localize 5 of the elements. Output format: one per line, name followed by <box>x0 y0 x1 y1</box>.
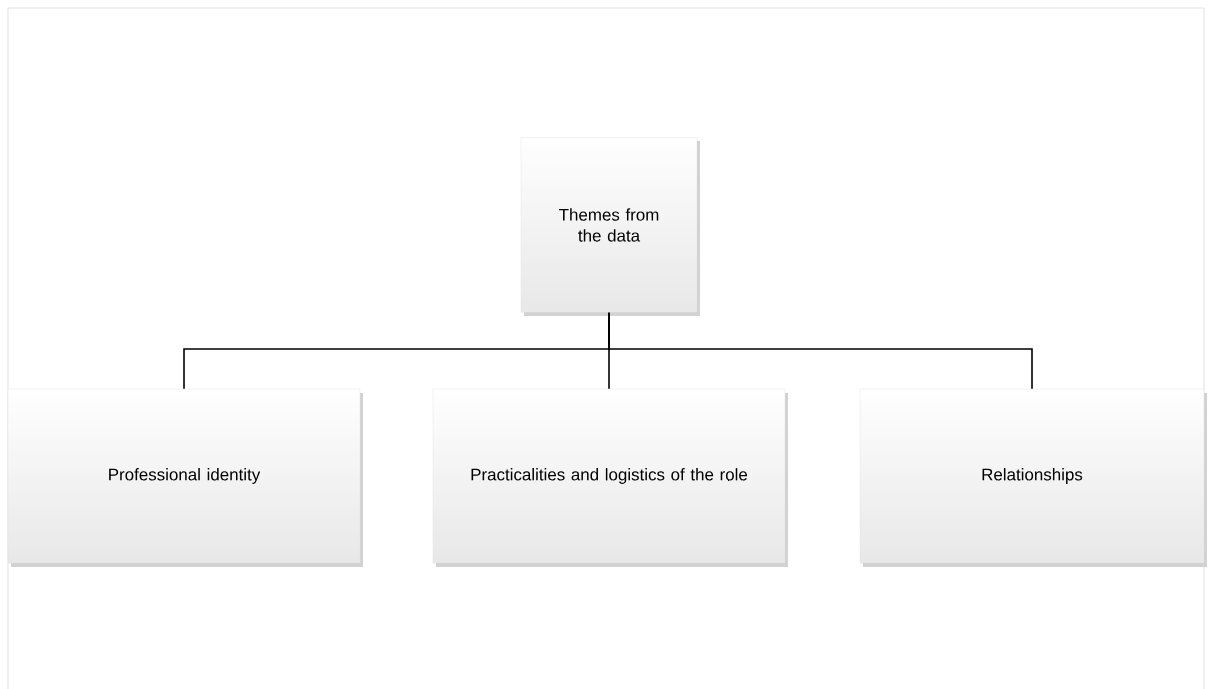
theme-box: Professional identity <box>7 388 363 567</box>
theme-box: Relationships <box>859 388 1207 567</box>
connector-line <box>608 311 1033 390</box>
theme-box: Practicalities and logistics of the role <box>432 388 788 567</box>
theme-box: Themes from the data <box>520 137 700 316</box>
